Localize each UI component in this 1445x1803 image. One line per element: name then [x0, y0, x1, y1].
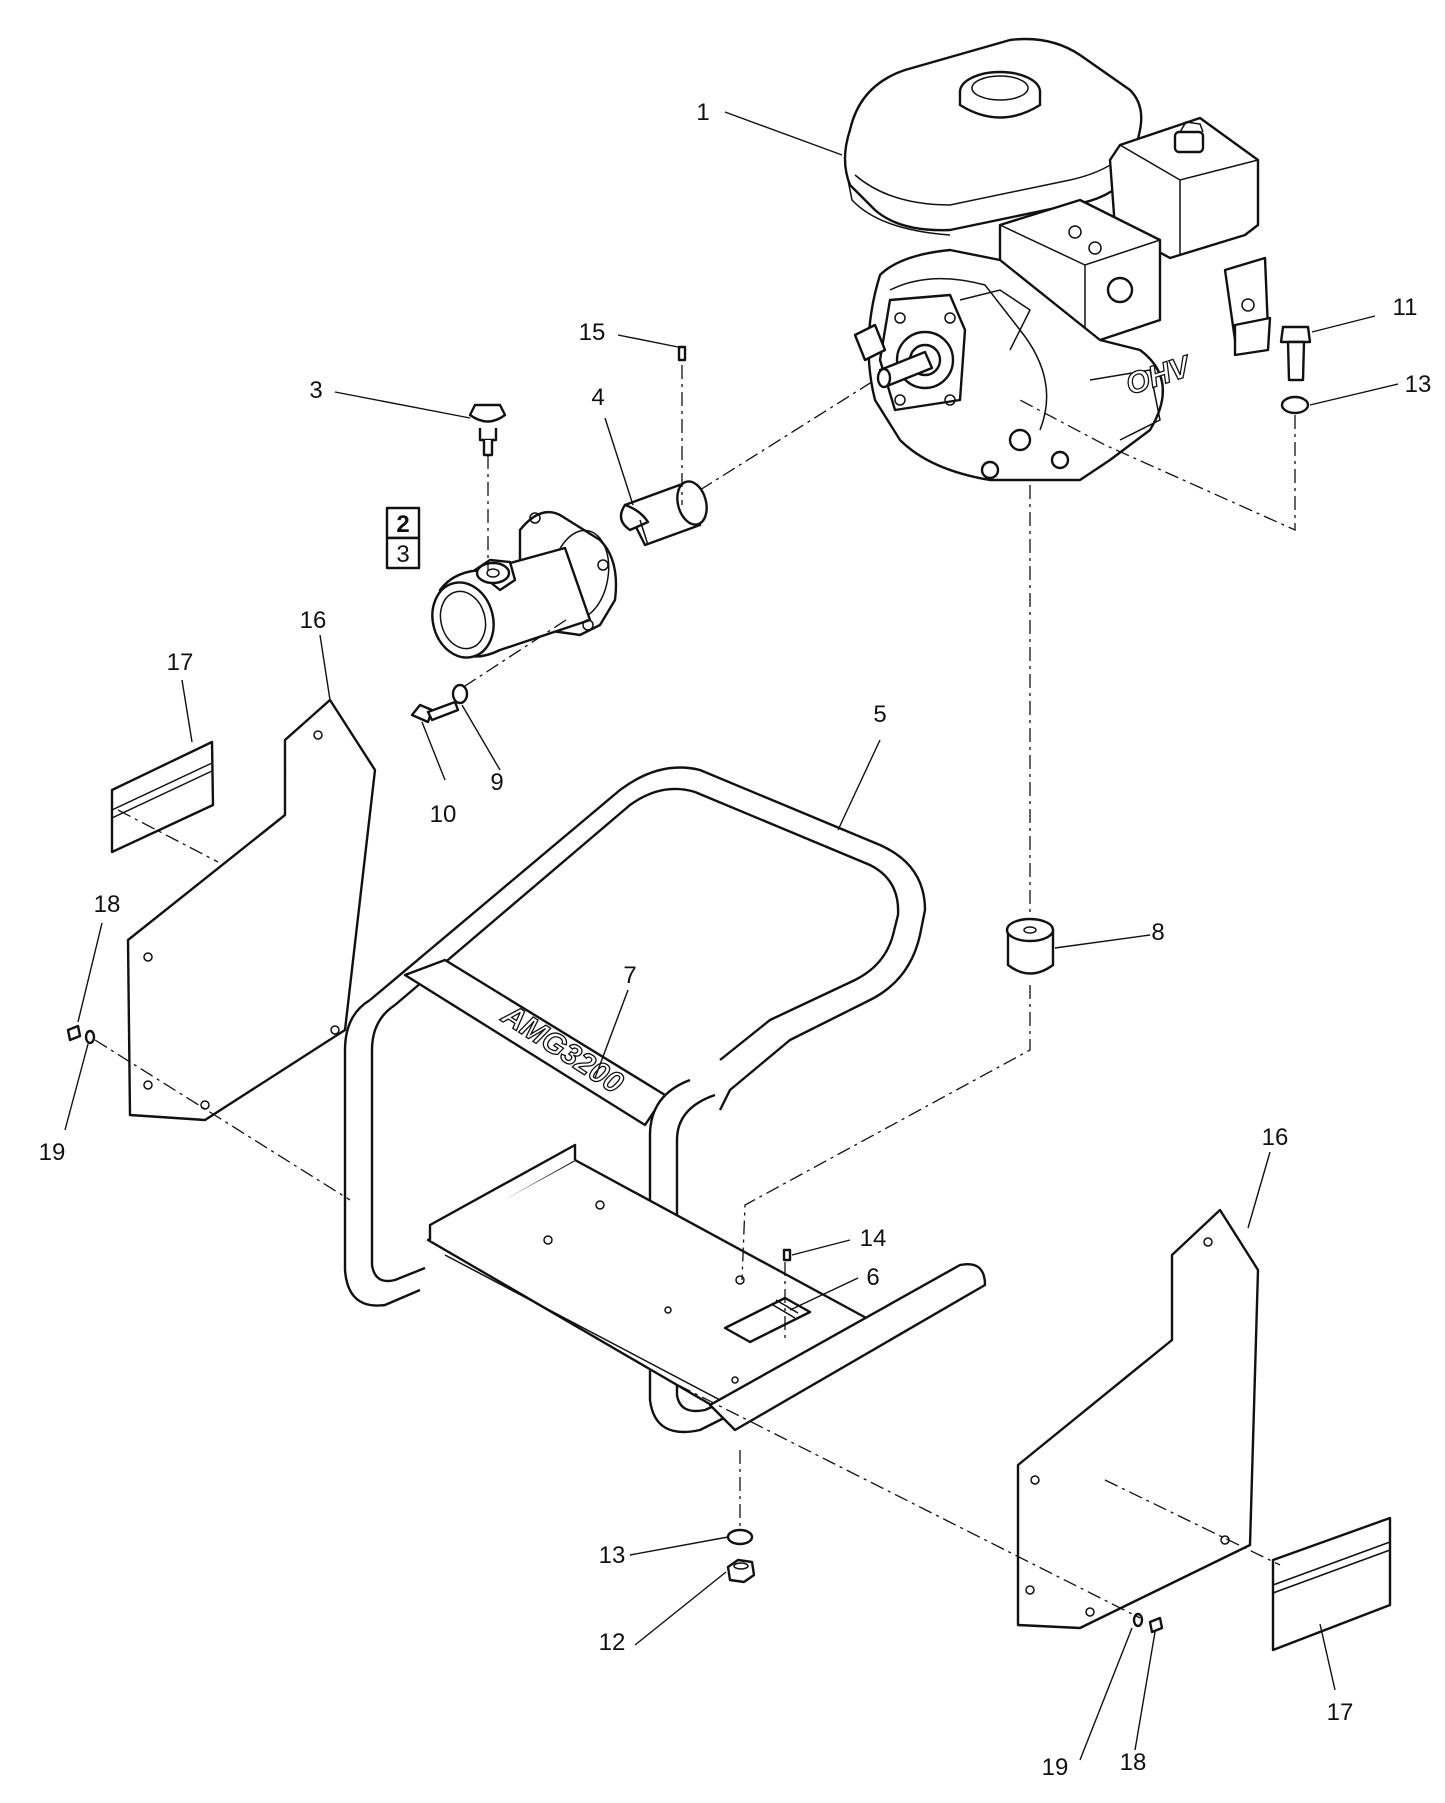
filler-cap	[468, 403, 507, 457]
side-panel-left	[126, 698, 377, 1122]
callout-17-left: 17	[167, 649, 194, 676]
alignment-lines	[94, 365, 1296, 1619]
housing-washer	[451, 683, 469, 705]
callout-18-left: 18	[94, 891, 121, 918]
engine	[843, 37, 1272, 482]
callout-10: 10	[430, 801, 457, 828]
callout-11: 11	[1393, 294, 1418, 321]
callout-16-left: 16	[300, 607, 327, 634]
kit-number-top: 2	[396, 511, 409, 538]
panel-washer-left	[84, 1029, 96, 1045]
rubber-mount	[1005, 917, 1055, 975]
mount-nut	[726, 1558, 756, 1584]
panel-washer-right	[1132, 1612, 1144, 1628]
panel-screw-right	[1148, 1616, 1164, 1634]
coupling	[619, 480, 708, 547]
callout-6: 6	[866, 1264, 879, 1291]
plate-rivet	[782, 1248, 792, 1262]
callout-14: 14	[860, 1225, 887, 1252]
tube-frame	[343, 766, 987, 1434]
callout-13-upper: 13	[1405, 371, 1432, 398]
serial-plate	[723, 1296, 812, 1344]
callout-3: 3	[309, 377, 322, 404]
decal-left	[110, 740, 215, 854]
leader-lines	[64, 111, 1399, 1761]
callout-1: 1	[696, 99, 709, 126]
panel-screw-left	[66, 1024, 82, 1042]
callout-8: 8	[1151, 919, 1164, 946]
callout-13-lower: 13	[599, 1542, 626, 1569]
adapter-housing	[431, 510, 618, 659]
callout-labels: 1 3 4 5 6 7 8 9 10 11 12 13 13 14 15 16 …	[39, 99, 1432, 1781]
callout-15: 15	[579, 319, 606, 346]
set-pin	[677, 345, 687, 362]
callout-17-right: 17	[1327, 1699, 1354, 1726]
callout-9: 9	[490, 769, 503, 796]
callout-12: 12	[599, 1629, 626, 1656]
mount-washer	[726, 1528, 754, 1546]
callout-5: 5	[873, 701, 886, 728]
side-panel-right	[1016, 1208, 1260, 1630]
engine-washer	[1280, 395, 1310, 415]
callout-16-right: 16	[1262, 1124, 1289, 1151]
callout-19-right: 19	[1042, 1754, 1069, 1781]
callout-4: 4	[591, 384, 604, 411]
decal-right	[1271, 1516, 1392, 1652]
callout-7: 7	[623, 962, 636, 989]
engine-bolt	[1279, 325, 1312, 382]
callout-18-right: 18	[1120, 1749, 1147, 1776]
callout-19-left: 19	[39, 1139, 66, 1166]
housing-bolt	[410, 700, 460, 724]
kit-reference-box: 2 3	[385, 506, 421, 570]
kit-number-bottom: 3	[396, 541, 409, 568]
